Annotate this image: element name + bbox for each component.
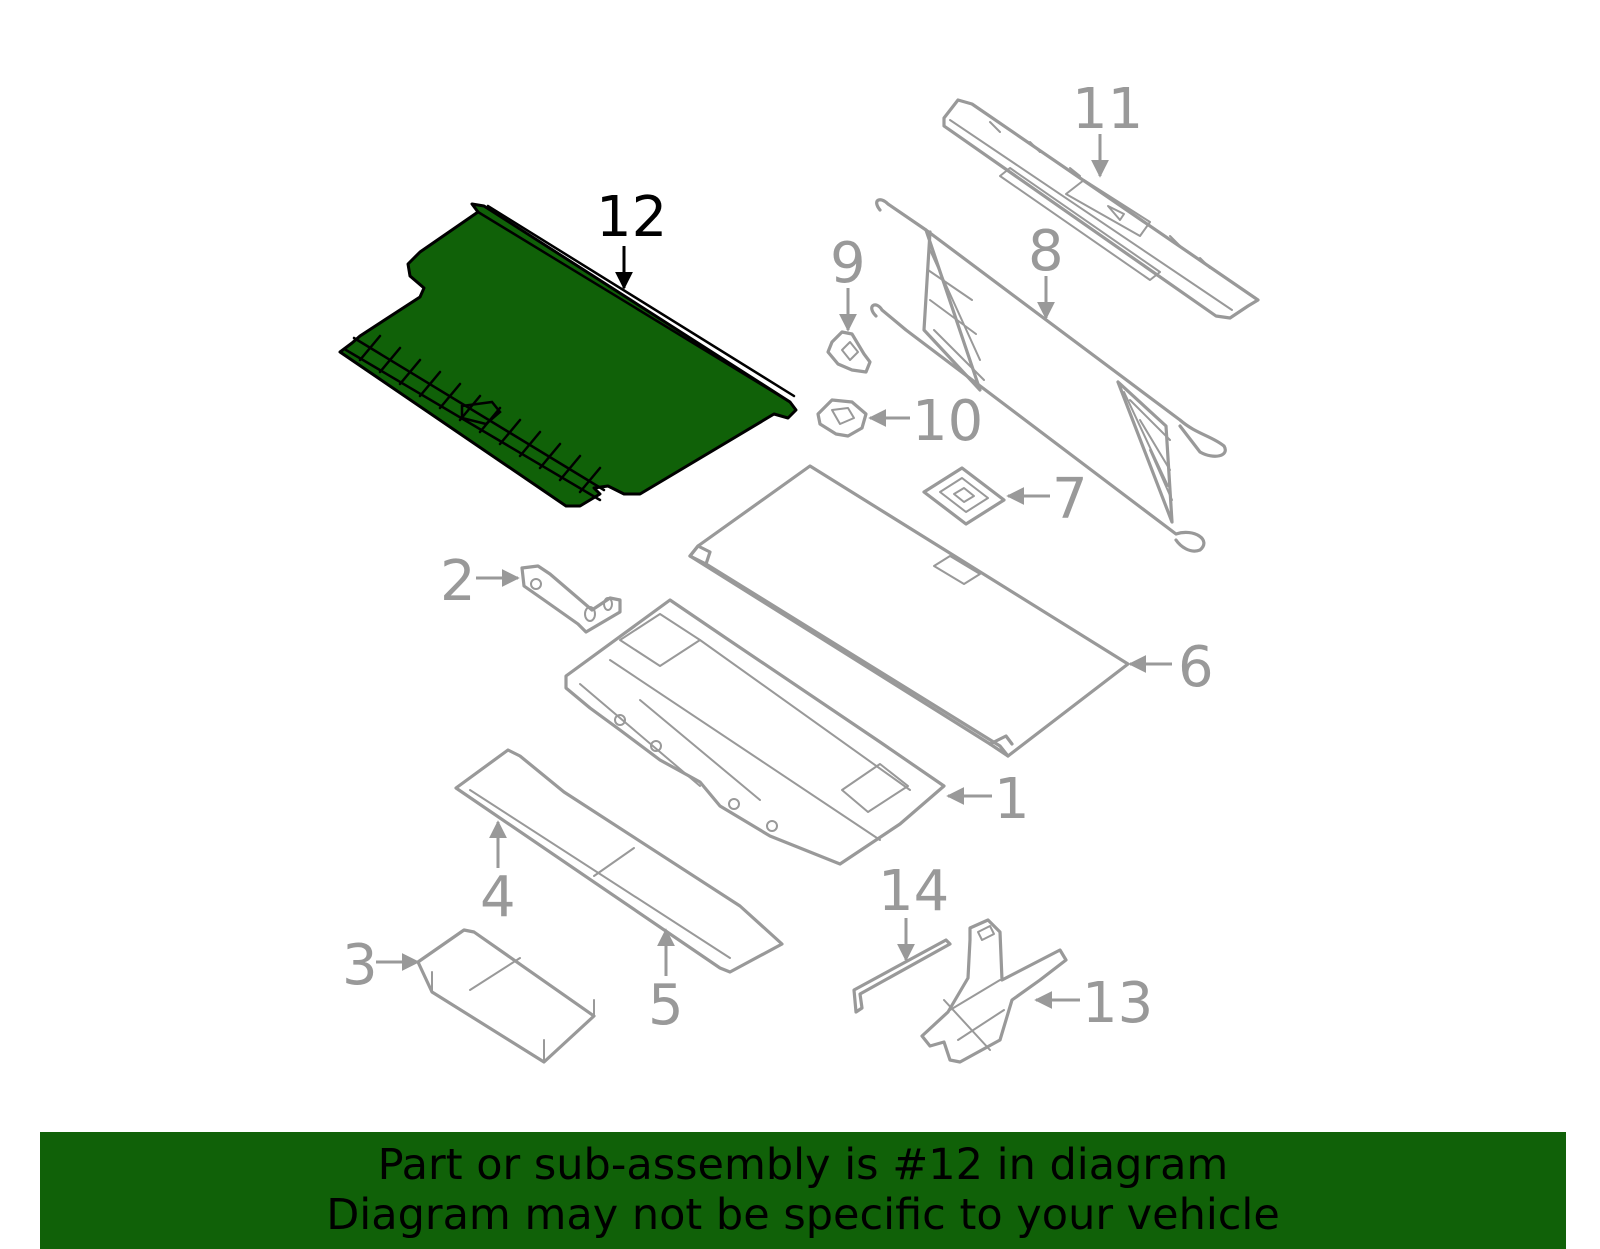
callout-label-7: 7 xyxy=(1052,467,1088,532)
part-7-access-cover[interactable] xyxy=(922,466,1006,526)
callout-9: 9 xyxy=(830,231,866,332)
part-9-clip[interactable] xyxy=(826,330,872,374)
part-10-hook[interactable] xyxy=(816,398,868,438)
callout-1: 1 xyxy=(946,767,1030,832)
callout-label-13: 13 xyxy=(1082,971,1153,1036)
part-11-sill-plate[interactable] xyxy=(942,98,1260,320)
callout-label-2: 2 xyxy=(440,549,476,614)
callout-label-10: 10 xyxy=(912,389,983,454)
part-8-cargo-net[interactable] xyxy=(870,198,1227,553)
part-1-trunk-tray[interactable] xyxy=(564,598,946,866)
callout-label-3: 3 xyxy=(342,933,378,998)
callout-7: 7 xyxy=(1006,467,1088,532)
callout-label-9: 9 xyxy=(830,231,866,296)
callout-label-5: 5 xyxy=(648,973,684,1038)
part-2-bracket[interactable] xyxy=(520,564,622,634)
callout-label-6: 6 xyxy=(1178,635,1214,700)
callout-label-14: 14 xyxy=(878,859,949,924)
part-4-5-side-panels[interactable] xyxy=(454,748,784,974)
part-13-jack[interactable] xyxy=(920,918,1068,1064)
banner-disclaimer: Diagram may not be specific to your vehi… xyxy=(326,1190,1280,1240)
callout-label-4: 4 xyxy=(480,865,516,930)
callout-3: 3 xyxy=(342,933,420,998)
part-14-jack-handle[interactable] xyxy=(852,938,952,1014)
callout-14: 14 xyxy=(878,859,949,962)
callout-label-11: 11 xyxy=(1072,77,1143,142)
part-6-floor-board[interactable] xyxy=(688,464,1130,758)
callout-12: 12 xyxy=(596,185,667,290)
callout-5: 5 xyxy=(648,928,684,1038)
callout-13: 13 xyxy=(1034,971,1153,1036)
banner-part-note: Part or sub-assembly is #12 in diagram xyxy=(377,1140,1229,1190)
callout-11: 11 xyxy=(1072,77,1143,178)
callout-8: 8 xyxy=(1028,219,1064,320)
callout-10: 10 xyxy=(868,389,983,454)
callout-2: 2 xyxy=(440,549,520,614)
part-3-storage-box[interactable] xyxy=(416,928,596,1064)
callout-label-1: 1 xyxy=(994,767,1030,832)
callout-4: 4 xyxy=(480,820,516,930)
callout-label-8: 8 xyxy=(1028,219,1064,284)
part-12-cargo-cover[interactable] xyxy=(338,202,798,508)
callout-label-12: 12 xyxy=(596,185,667,250)
callout-6: 6 xyxy=(1128,635,1214,700)
info-banner: Part or sub-assembly is #12 in diagram D… xyxy=(40,1132,1566,1249)
